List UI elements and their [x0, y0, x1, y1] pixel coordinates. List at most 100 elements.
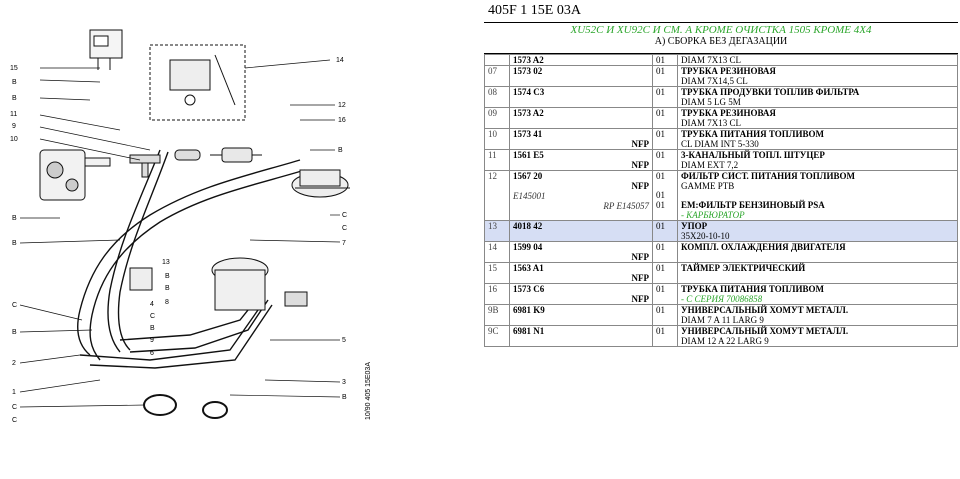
quantity-cell: 01: [652, 54, 678, 66]
position-cell: 9B: [484, 304, 510, 326]
part-title: ТРУБКА РЕЗИНОВАЯ: [681, 108, 776, 118]
quantity-cell: 01: [652, 107, 678, 129]
hose-main-4: [117, 151, 169, 351]
parts-catalog: 405F 1 15E 03A XU52C И XU92C И СМ. А КРО…: [484, 0, 958, 479]
callout-8: 8: [165, 299, 169, 306]
part-qty: 01: [656, 66, 665, 76]
clamp-c-icon: [143, 394, 177, 416]
callout-9: 9: [150, 337, 154, 344]
bracket-13-icon: [129, 267, 153, 291]
nfp-badge: NFP: [631, 181, 650, 191]
fuel-filter-icon: [210, 147, 262, 163]
part-title: ТРУБКА ПРОДУВКИ ТОПЛИВ ФИЛЬТРА: [681, 87, 860, 97]
clamp-b-icon: [202, 401, 228, 419]
part-qty: 01: [656, 55, 665, 65]
callout-3: 3: [342, 379, 346, 386]
part-qty: 01: [656, 129, 665, 139]
callout-b: B: [12, 95, 17, 102]
tank-unit-icon: [211, 257, 308, 311]
position-cell: 14: [484, 241, 510, 263]
part-ref: 1573 02: [513, 66, 543, 76]
hose-main-2: [89, 169, 306, 361]
catalog-header: 405F 1 15E 03A: [484, 0, 958, 23]
callout-10: 10: [10, 136, 18, 143]
hose-main-3: [107, 149, 161, 353]
part-desc: DIAM 7X13 CL: [681, 118, 741, 128]
part-title: УНИВЕРСАЛЬНЫЙ ХОМУТ МЕТАЛЛ.: [681, 305, 849, 315]
reference-cell: 4018 42: [509, 220, 653, 242]
reference-cell: 1573 02: [509, 65, 653, 87]
callout-11: 11: [10, 111, 17, 118]
description-cell: ТАЙМЕР ЭЛЕКТРИЧЕСКИЙ: [677, 262, 958, 284]
part-desc: 35X20-10-10: [681, 231, 730, 241]
callout-c: C: [150, 313, 155, 320]
position-cell: 09: [484, 107, 510, 129]
part-qty: 01: [656, 242, 665, 252]
catalog-subtitle: XU52C И XU92C И СМ. А КРОМЕ ОЧИСТКА 1505…: [484, 23, 958, 54]
callout-b: B: [338, 147, 343, 154]
position-cell: [484, 54, 510, 66]
part-desc: DIAM 12 A 22 LARG 9: [681, 336, 769, 346]
part-title: ТРУБКА РЕЗИНОВАЯ: [681, 66, 776, 76]
relay-icon: [89, 29, 123, 70]
part-title: 3-КАНАЛЬНЫЙ ТОПЛ. ШТУЦЕР: [681, 150, 825, 160]
reference-cell: 1573 A2: [509, 54, 653, 66]
callout-12: 12: [338, 102, 346, 109]
part-ref: 4018 42: [513, 221, 543, 231]
callout-c: C: [12, 302, 17, 309]
part-ref: 1573 A2: [513, 55, 544, 65]
hose-main-1: [77, 159, 301, 356]
position-cell: 9C: [484, 325, 510, 347]
quantity-cell: 01: [652, 241, 678, 263]
callout-b: B: [165, 285, 170, 292]
part-title: УНИВЕРСАЛЬНЫЙ ХОМУТ МЕТАЛЛ.: [681, 326, 849, 336]
quantity-cell: 01: [652, 262, 678, 284]
hose-lower-1: [79, 299, 266, 361]
part-ref: 1561 E5: [513, 150, 544, 160]
part-ref: 1573 C6: [513, 284, 545, 294]
nfp-badge: NFP: [631, 160, 650, 170]
quantity-cell: 01: [652, 325, 678, 347]
catalog-subtitle-green: XU52C И XU92C И СМ. А КРОМЕ ОЧИСТКА 1505…: [570, 24, 872, 36]
callout-c: C: [12, 417, 17, 424]
callout-b: B: [12, 79, 17, 86]
part-ref: 1573 41: [513, 129, 543, 139]
nfp-badge: NFP: [631, 252, 650, 262]
part-qty: 01: [656, 171, 665, 181]
callout-14: 14: [336, 57, 344, 64]
part-desc: DIAM 5 LG 5M: [681, 97, 741, 107]
part-ref: 1567 20: [513, 171, 543, 181]
part-ref: 1563 A1: [513, 263, 544, 273]
part-desc: GAMME PTB: [681, 181, 735, 191]
callout-c: C: [12, 404, 17, 411]
part-qty: 01: [656, 87, 665, 97]
part-title: ФИЛЬТР СИСТ. ПИТАНИЯ ТОПЛИВОМ: [681, 171, 855, 181]
position-cell: 12: [484, 170, 510, 221]
callout-b: B: [342, 394, 347, 401]
description-cell: УНИВЕРСАЛЬНЫЙ ХОМУТ МЕТАЛЛ.DIAM 7 A 11 L…: [677, 304, 958, 326]
alt-part-desc: - КАРБЮРАТОР: [681, 210, 745, 220]
callout-6: 6: [150, 350, 154, 357]
position-cell: 07: [484, 65, 510, 87]
